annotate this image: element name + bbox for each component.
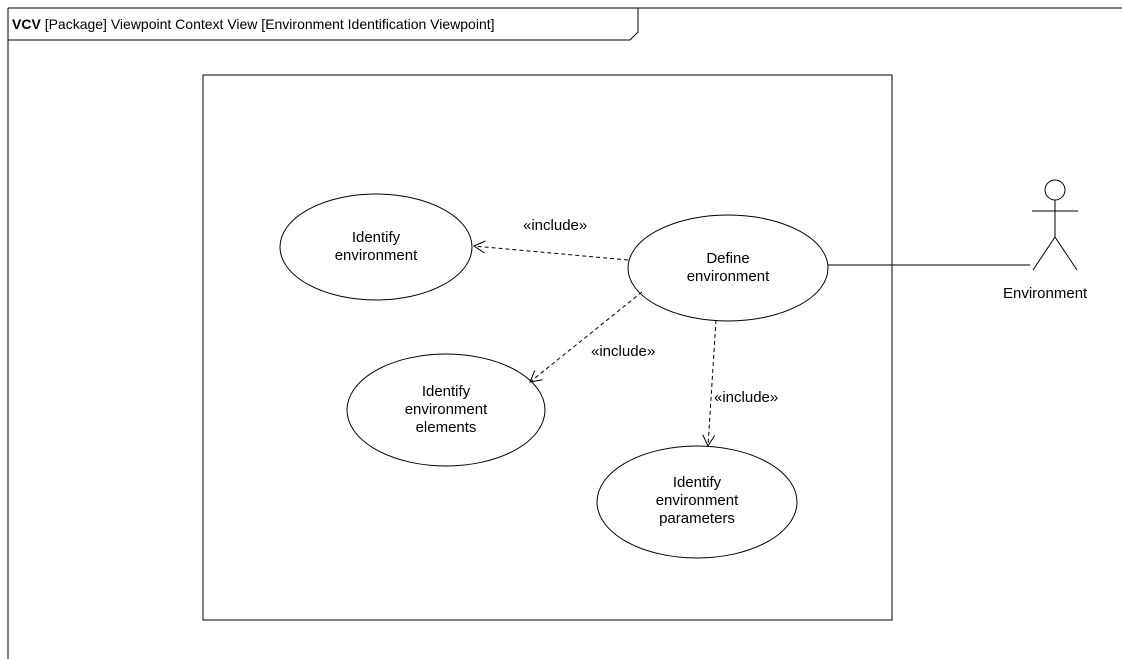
actor-name: Environment: [1003, 285, 1088, 302]
include-arrow-identify-parameters: [702, 319, 717, 448]
include-label-1: «include»: [523, 217, 588, 234]
use-case-label-define-environment: Define environment: [686, 250, 770, 285]
include-label-2: «include»: [591, 343, 656, 360]
use-case-define-environment[interactable]: [627, 214, 829, 322]
frame-kind: VCV: [12, 16, 41, 32]
include-arrow-identify-elements: [529, 291, 643, 383]
include-arrow-identify-environment: [472, 240, 629, 261]
include-label-3: «include»: [714, 389, 779, 406]
frame-title-text: [Package] Viewpoint Context View [Enviro…: [44, 16, 495, 32]
frame-title-tab: [7, 8, 639, 41]
use-case-label-identify-elements: Identify environment elements: [404, 383, 488, 436]
use-case-label-identify-environment: Identify environment: [334, 229, 418, 264]
frame-title: VCV [Package] Viewpoint Context View [En…: [12, 16, 495, 32]
use-case-label-identify-parameters: Identify environment parameters: [655, 474, 739, 527]
use-case-identify-environment[interactable]: [279, 193, 473, 301]
use-case-identify-environment-elements[interactable]: [346, 353, 546, 467]
system-boundary: [202, 74, 893, 621]
use-case-identify-environment-parameters[interactable]: [596, 445, 798, 559]
actor-stick-figure-icon[interactable]: [1032, 179, 1078, 271]
